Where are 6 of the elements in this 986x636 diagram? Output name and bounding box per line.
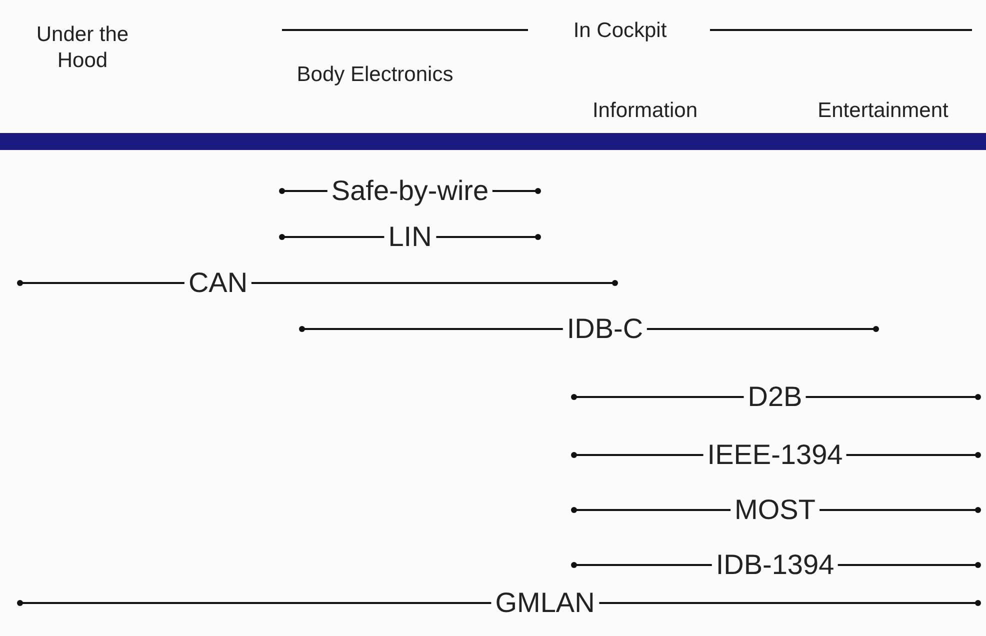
column-heading: Information [591,98,699,124]
column-heading: Body Electronics [296,62,454,88]
column-heading: In Cockpit [572,18,668,44]
column-heading: Under the Hood [35,22,130,74]
divider-bar [0,133,986,150]
column-heading: Entertainment [816,98,950,124]
